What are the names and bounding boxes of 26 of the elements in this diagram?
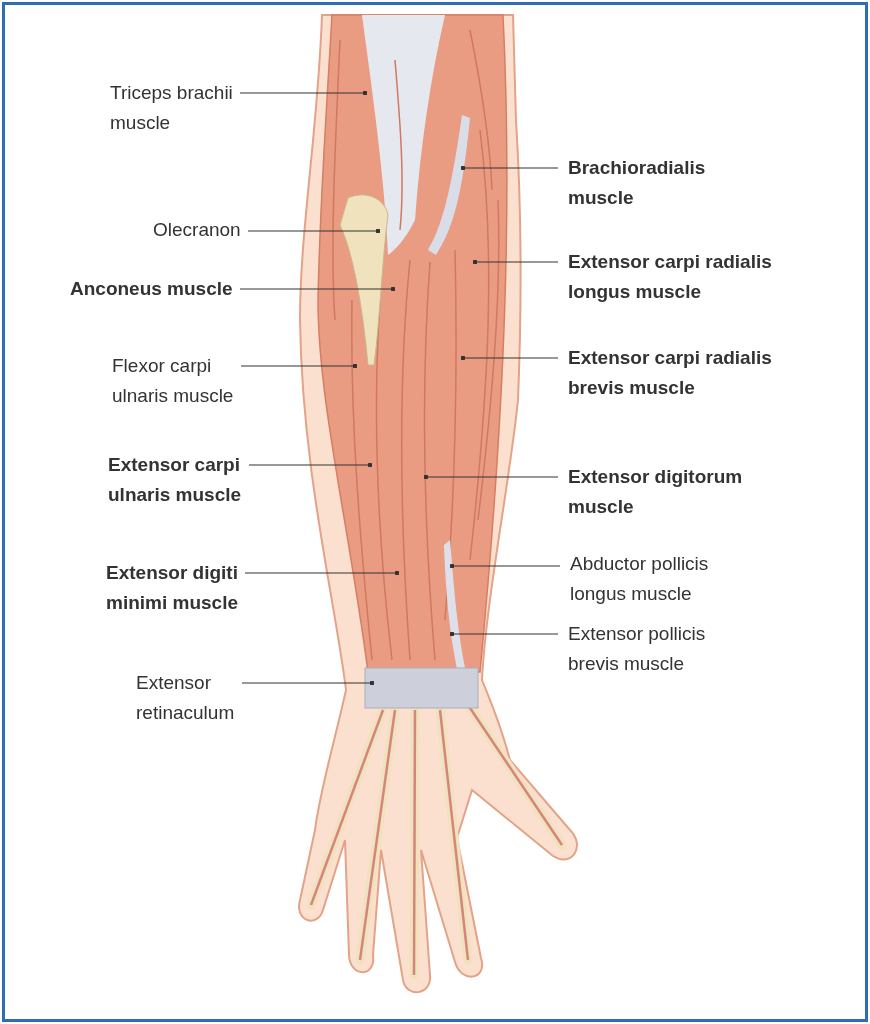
leader-line — [423, 474, 559, 480]
leader-line — [239, 286, 396, 292]
label-text: Extensor digiti minimi muscle — [106, 558, 239, 618]
label-text: Extensor pollicis brevis muscle — [568, 619, 707, 679]
leader-line — [472, 259, 559, 265]
label-text: Olecranon — [153, 215, 242, 245]
leader-line — [248, 462, 373, 468]
label-text: Brachioradialis muscle — [568, 153, 707, 213]
label-text: Extensor retinaculum — [136, 668, 236, 728]
label-text: Triceps brachii muscle — [110, 78, 234, 138]
label-text: Extensor digitorum muscle — [568, 462, 744, 522]
leader-line — [449, 563, 561, 569]
label-text: Extensor carpi ulnaris muscle — [108, 450, 243, 510]
label-text: Abductor pollicis longus muscle — [570, 549, 710, 609]
label-text: Flexor carpi ulnaris muscle — [112, 351, 235, 411]
leader-line — [460, 355, 559, 361]
leader-line — [241, 680, 375, 686]
leader-line — [460, 165, 559, 171]
leader-line — [449, 631, 559, 637]
label-text: Extensor carpi radialis longus muscle — [568, 247, 773, 307]
leader-line — [240, 363, 358, 369]
label-text: Anconeus muscle — [70, 274, 234, 304]
label-text: Extensor carpi radialis brevis muscle — [568, 343, 773, 403]
leader-line — [247, 228, 381, 234]
leader-line — [244, 570, 400, 576]
leader-line — [239, 90, 368, 96]
